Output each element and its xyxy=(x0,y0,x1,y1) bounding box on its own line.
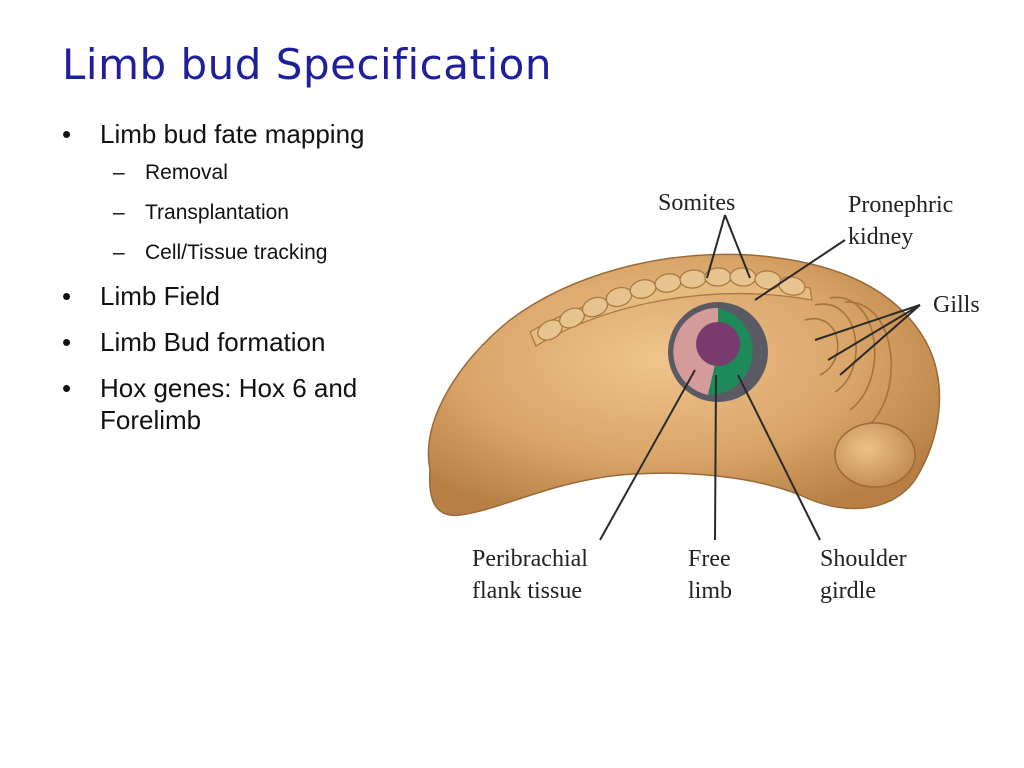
bullet-text: Limb Bud formation xyxy=(100,327,326,357)
sub-bullet-text: Removal xyxy=(145,161,228,184)
label-pronephric-line2: kidney xyxy=(848,224,913,250)
sub-bullet-text: Transplantation xyxy=(145,201,289,224)
sub-bullet-item: – Removal xyxy=(100,160,422,186)
bullet-dot-icon: • xyxy=(62,281,72,311)
sub-bullet-list: – Removal – Transplantation – Cell/Tissu… xyxy=(100,160,422,266)
bullet-dot-icon: • xyxy=(62,119,72,149)
label-somites: Somites xyxy=(658,190,735,216)
somite-row xyxy=(529,267,813,347)
head-eye-bulge xyxy=(834,422,916,488)
limb-field xyxy=(668,302,768,402)
pointer-lines xyxy=(599,214,921,541)
sub-bullet-item: – Cell/Tissue tracking xyxy=(100,240,422,266)
dash-icon: – xyxy=(113,161,125,184)
label-peribrachial-line1: Peribrachial xyxy=(472,546,588,572)
bullet-text: Hox genes: Hox 6 and Forelimb xyxy=(100,373,358,435)
sub-bullet-item: – Transplantation xyxy=(100,200,422,226)
label-pronephric-line1: Pronephric xyxy=(848,192,953,218)
bullet-text: Limb bud fate mapping xyxy=(100,119,365,149)
dash-icon: – xyxy=(113,241,125,264)
limb-bud-diagram: Somites Pronephric kidney Gills Peribrac… xyxy=(427,190,980,604)
bullet-dot-icon: • xyxy=(62,327,72,357)
bullet-item: • Limb Field xyxy=(62,280,422,312)
label-gills: Gills xyxy=(933,292,980,318)
bullet-text: Limb Field xyxy=(100,281,220,311)
bullet-dot-icon: • xyxy=(62,373,72,403)
label-shoulder-line1: Shoulder xyxy=(820,546,907,572)
bullet-item: • Hox genes: Hox 6 and Forelimb xyxy=(62,372,422,436)
label-shoulder-line2: girdle xyxy=(820,578,876,604)
bullet-item: • Limb bud fate mapping – Removal – Tran… xyxy=(62,118,422,266)
dash-icon: – xyxy=(113,201,125,224)
label-free-line2: limb xyxy=(688,578,732,604)
label-peribrachial-line2: flank tissue xyxy=(472,578,582,604)
sub-bullet-text: Cell/Tissue tracking xyxy=(145,241,328,264)
slide-title: Limb bud Specification xyxy=(62,40,552,89)
label-free-line1: Free xyxy=(688,546,731,572)
bullet-item: • Limb Bud formation xyxy=(62,326,422,358)
gill-folds xyxy=(804,296,892,429)
bullet-list: • Limb bud fate mapping – Removal – Tran… xyxy=(62,118,422,450)
